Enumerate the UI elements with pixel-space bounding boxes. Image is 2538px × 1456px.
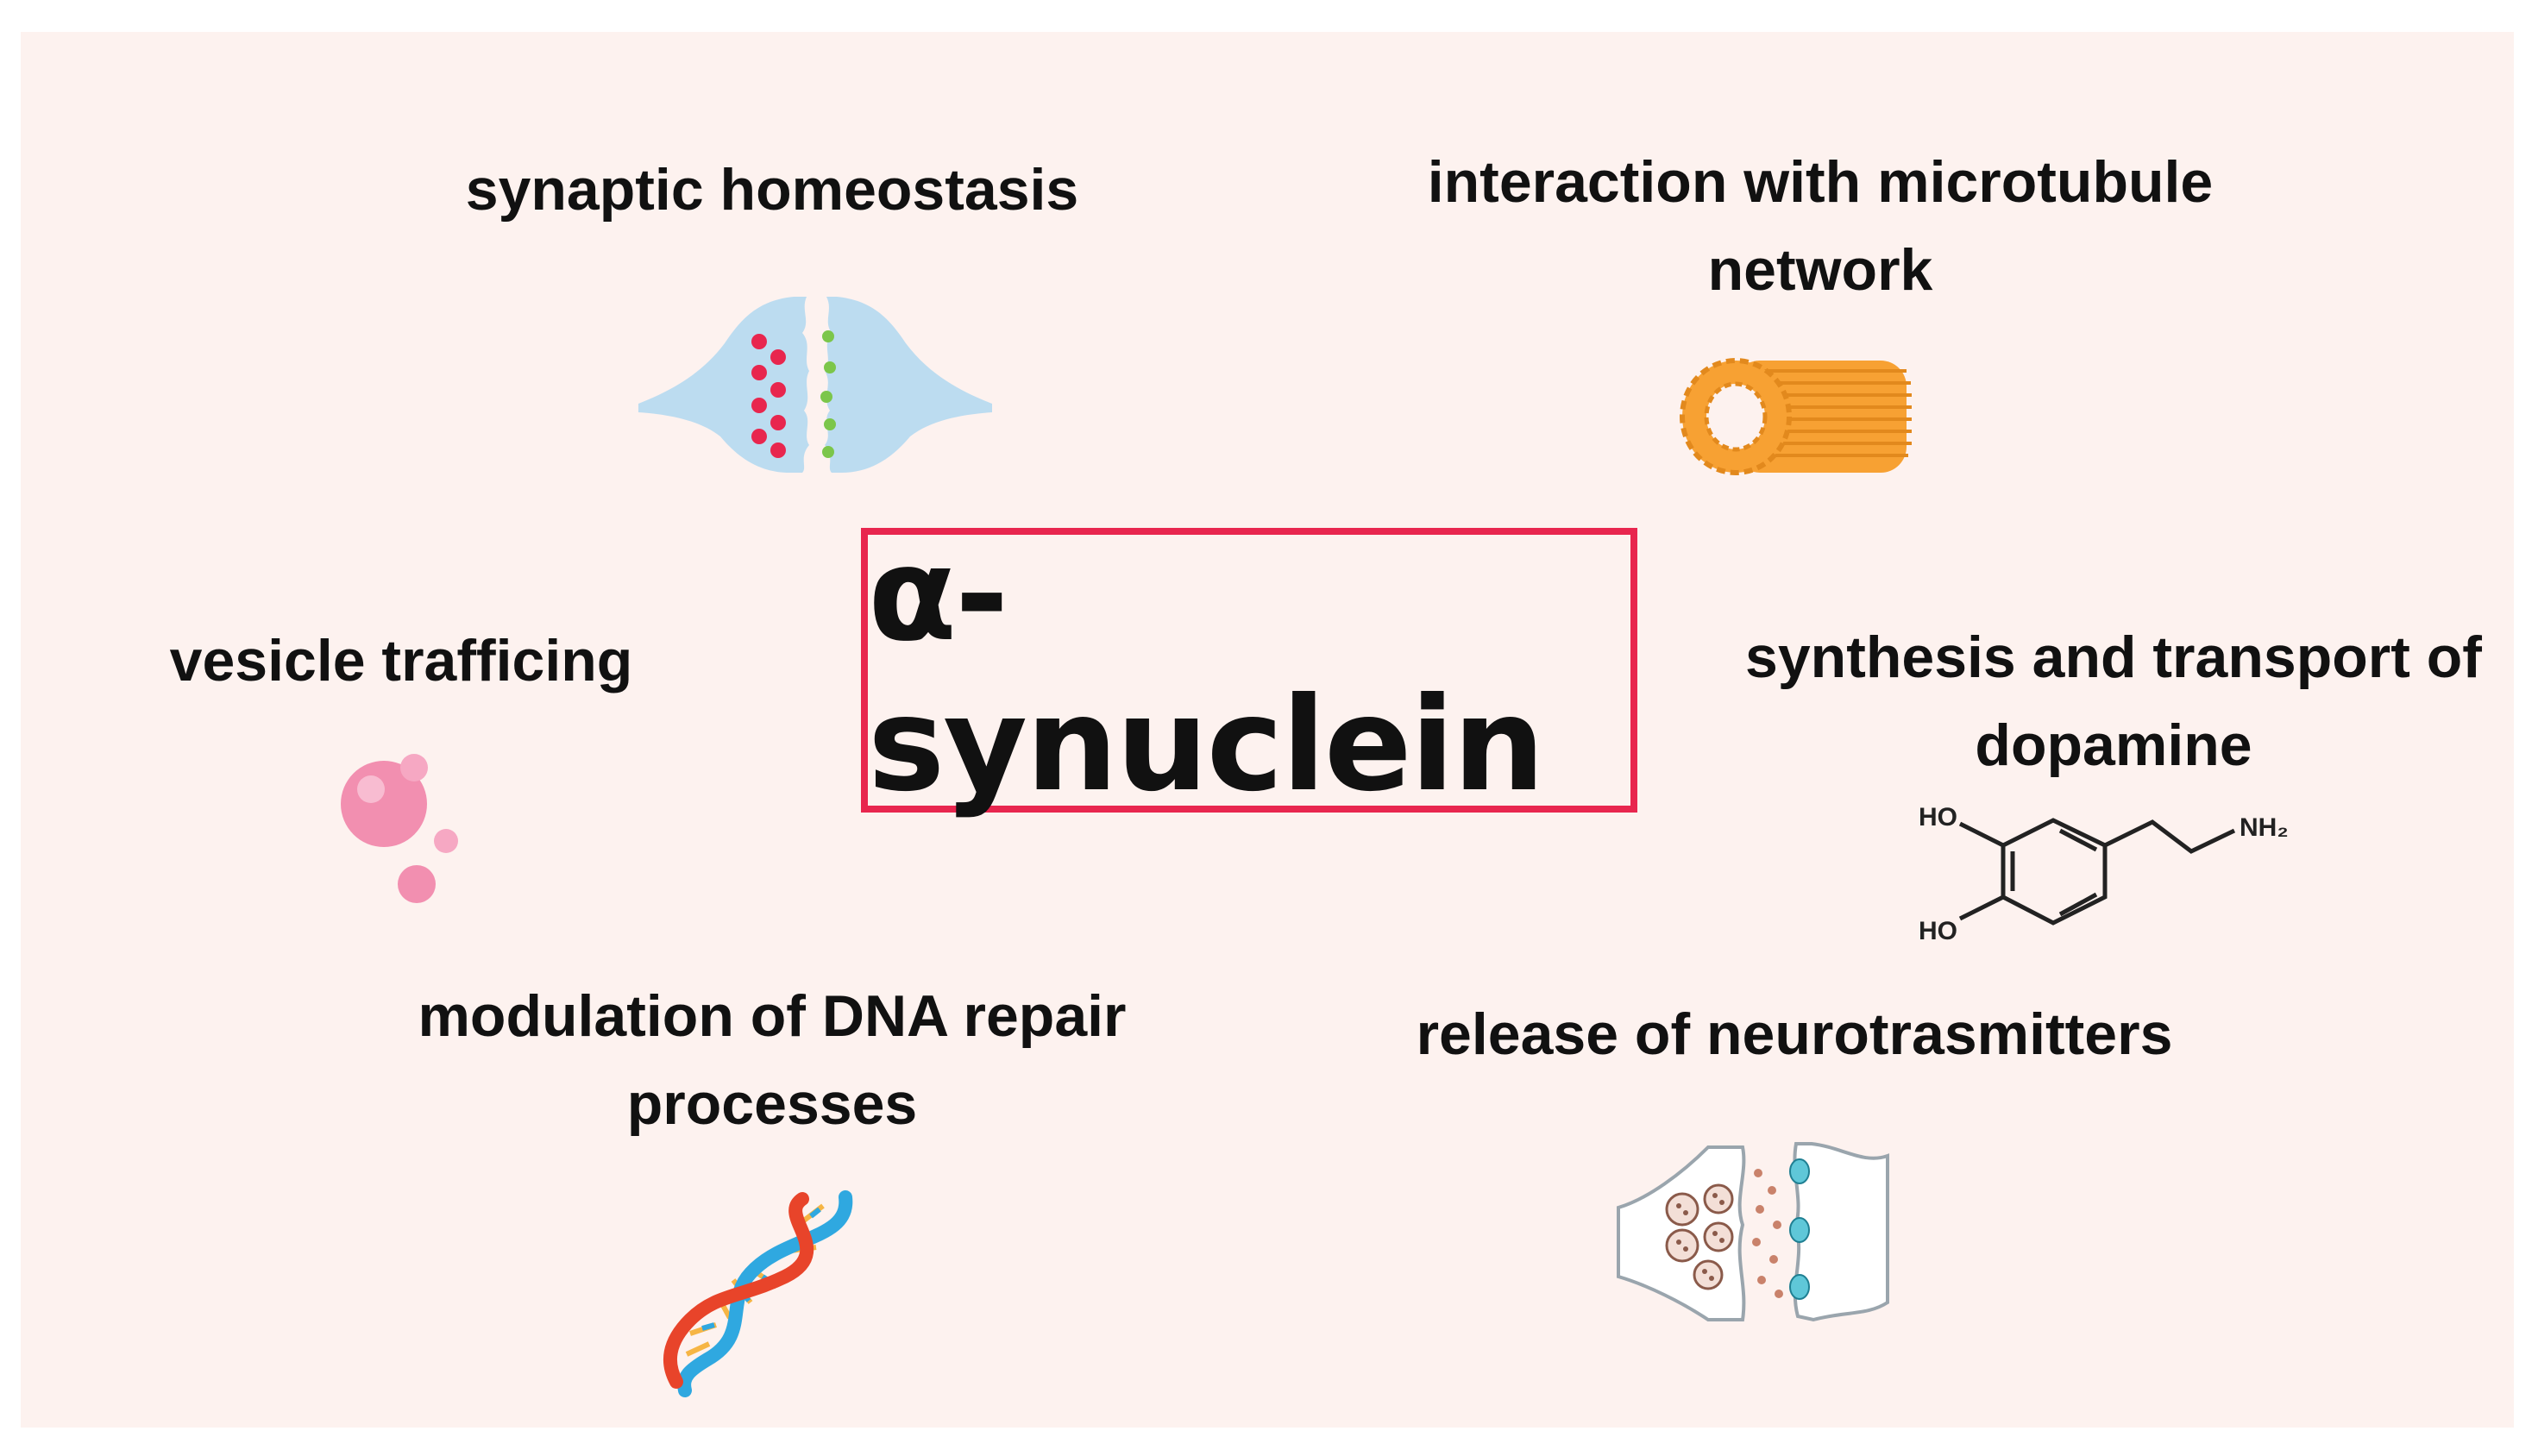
ho-top-label: HO [1919, 803, 1957, 832]
label-synaptic-homeostasis: synaptic homeostasis [371, 146, 1173, 234]
ho-bottom-label: HO [1919, 917, 1957, 945]
label-line: network [1707, 237, 1933, 303]
vesicle-bubbles-icon [341, 754, 458, 903]
label-line: release of neurotrasmitters [1416, 1001, 2173, 1067]
synapse-icon [638, 297, 992, 473]
label-dopamine: synthesis and transport of dopamine [1717, 613, 2510, 789]
center-box: α-synuclein [861, 520, 1637, 820]
label-line: synthesis and transport of [1745, 624, 2482, 690]
label-line: modulation of DNA repair [418, 983, 1127, 1049]
dopamine-structure-icon: HO HO NH₂ [1919, 803, 2289, 945]
label-neurotransmitters: release of neurotrasmitters [1363, 990, 2226, 1078]
label-line: vesicle trafficing [169, 628, 633, 693]
center-title: α-synuclein [868, 520, 1545, 820]
neurotransmitter-release-icon [1617, 1142, 1889, 1322]
label-vesicle-trafficking: vesicle trafficing [129, 617, 673, 705]
label-line: processes [626, 1071, 918, 1137]
amine-label: NH₂ [2240, 813, 2289, 842]
dna-helix-icon [663, 1190, 853, 1397]
label-line: interaction with microtubule [1427, 149, 2214, 215]
microtubule-icon [1680, 358, 1912, 475]
label-microtubule: interaction with microtubule network [1380, 138, 2260, 314]
label-line: synaptic homeostasis [465, 157, 1079, 223]
label-line: dopamine [1975, 712, 2252, 778]
label-dna-repair: modulation of DNA repair processes [371, 972, 1173, 1148]
